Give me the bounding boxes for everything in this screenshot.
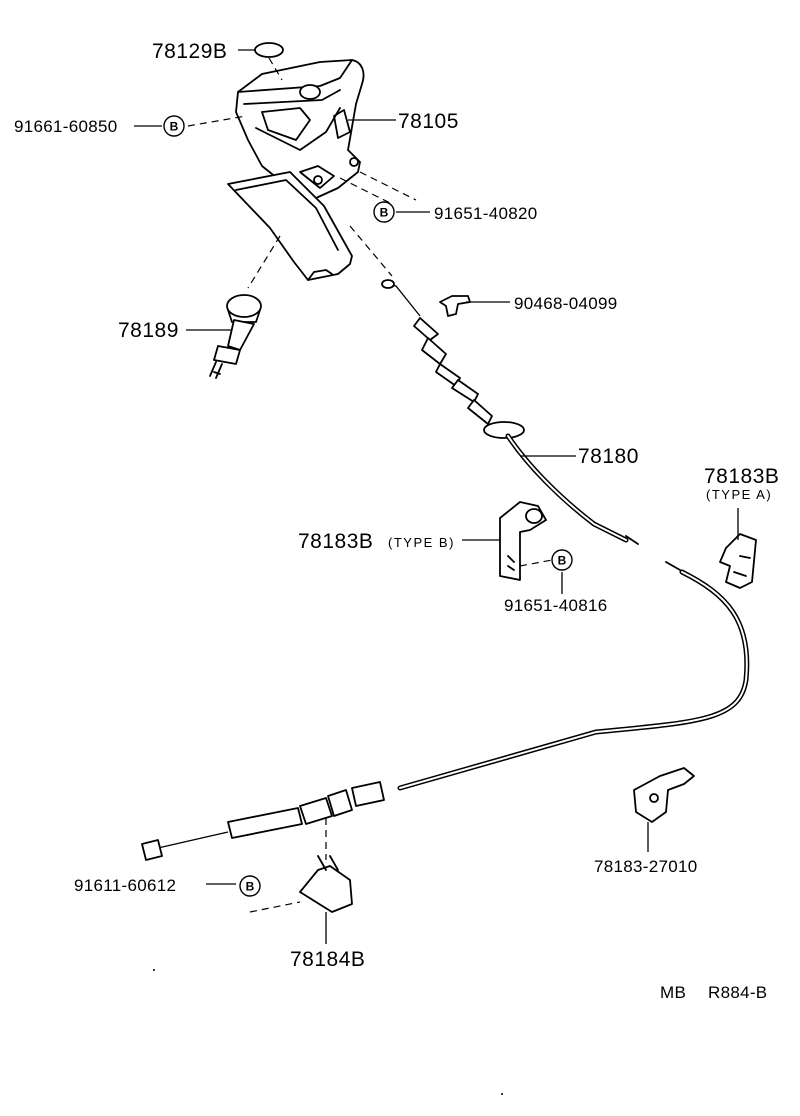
label-78183b-type-a: 78183B (704, 465, 779, 488)
scan-speck (501, 1093, 503, 1095)
label-78183-27010: 78183-27010 (594, 857, 698, 876)
label-91611-60612: 91611-60612 (74, 876, 176, 895)
label-type-a: (TYPE A) (706, 487, 772, 502)
label-91651-40816: 91651-40816 (504, 596, 608, 615)
lever-grip (227, 171, 353, 281)
label-78189: 78189 (118, 319, 179, 342)
svg-text:B: B (170, 120, 179, 134)
svg-text:B: B (558, 554, 567, 568)
label-78129b: 78129B (152, 40, 227, 63)
bracket-78183b-type-b (499, 501, 547, 581)
bolt-marker-91661: B (163, 115, 185, 137)
label-type-b: (TYPE B) (388, 535, 455, 550)
label-78105: 78105 (398, 110, 459, 133)
bolt-marker-91651-40820: B (373, 201, 395, 223)
footer-code-left: MB (660, 983, 686, 1002)
bracket-78183-27010 (633, 767, 695, 823)
bracket-78184b (299, 855, 353, 913)
cable-lower (141, 561, 750, 861)
footer-code-right: R884-B (708, 983, 767, 1002)
bolt-marker-91611: B (239, 875, 261, 897)
cable-78180 (381, 279, 639, 545)
cap-78129b (254, 42, 284, 58)
leader-lines (134, 49, 739, 944)
label-78183b-type-b: 78183B (298, 530, 373, 553)
label-91661-60850: 91661-60850 (14, 117, 118, 136)
clip-90468 (439, 295, 471, 317)
label-78180: 78180 (578, 445, 639, 468)
svg-text:B: B (380, 206, 389, 220)
label-91651-40820: 91651-40820 (434, 204, 538, 223)
svg-text:B: B (246, 880, 255, 894)
bracket-78183b-type-a (719, 533, 757, 589)
bolt-marker-91651-40816: B (551, 549, 573, 571)
lever-housing (235, 59, 365, 199)
knob-78189 (209, 294, 262, 379)
scan-speck (153, 969, 155, 971)
label-90468-04099: 90468-04099 (514, 294, 618, 313)
label-78184b: 78184B (290, 948, 365, 971)
